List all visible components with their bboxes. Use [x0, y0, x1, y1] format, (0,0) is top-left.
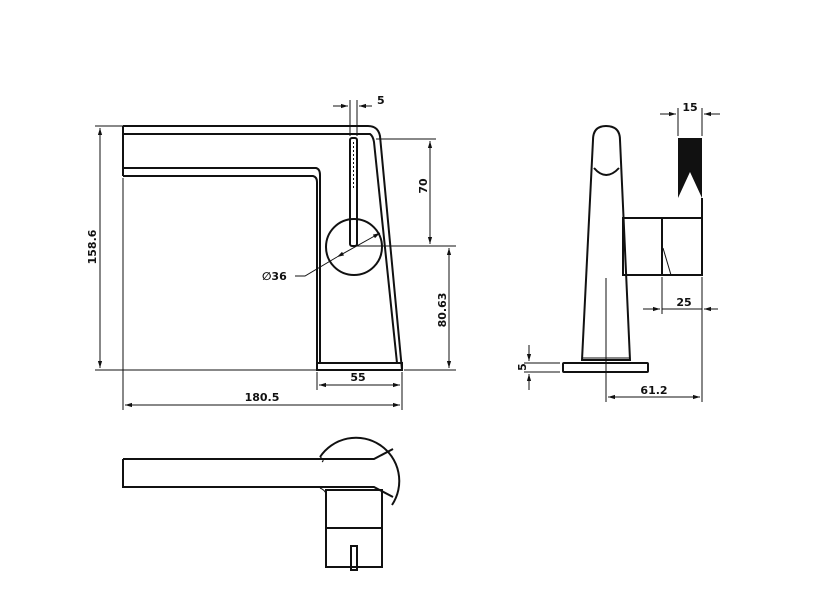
dim-block-label: 25 [676, 296, 691, 309]
top-view [122, 436, 401, 571]
dim-diameter-label: ∅36 [262, 270, 287, 283]
spout-joint [319, 456, 327, 495]
top-block-lower [325, 527, 383, 568]
top-block-upper [325, 489, 383, 529]
base [316, 362, 403, 371]
lever-filled [678, 138, 702, 198]
dim-base-label: 55 [350, 371, 365, 384]
dim-depth-label: 61.2 [640, 384, 667, 397]
top-pin [350, 545, 358, 571]
spout-underside [122, 126, 321, 363]
body-taper [580, 124, 632, 361]
block-bevel [662, 247, 672, 276]
dim-height-label: 158.6 [86, 229, 99, 264]
spout-inner [123, 133, 398, 364]
front-view: 158.6 180.5 55 5 70 80.63 ∅36 [86, 94, 456, 410]
dim-plate-label: 5 [516, 363, 529, 371]
dim-handle-height-label: 80.63 [436, 293, 449, 328]
dim-lever-length-label: 70 [417, 178, 430, 194]
spout-outer [123, 125, 403, 371]
cap-line [593, 167, 620, 176]
dim-width-label: 180.5 [245, 391, 280, 404]
top-circle [319, 436, 401, 506]
dim-lever-width-label: 15 [682, 101, 697, 114]
top-spout [122, 448, 394, 498]
side-view: 15 25 61.2 5 [516, 101, 720, 402]
dim-thickness-label: 5 [377, 94, 385, 107]
handle-circle [325, 218, 383, 276]
